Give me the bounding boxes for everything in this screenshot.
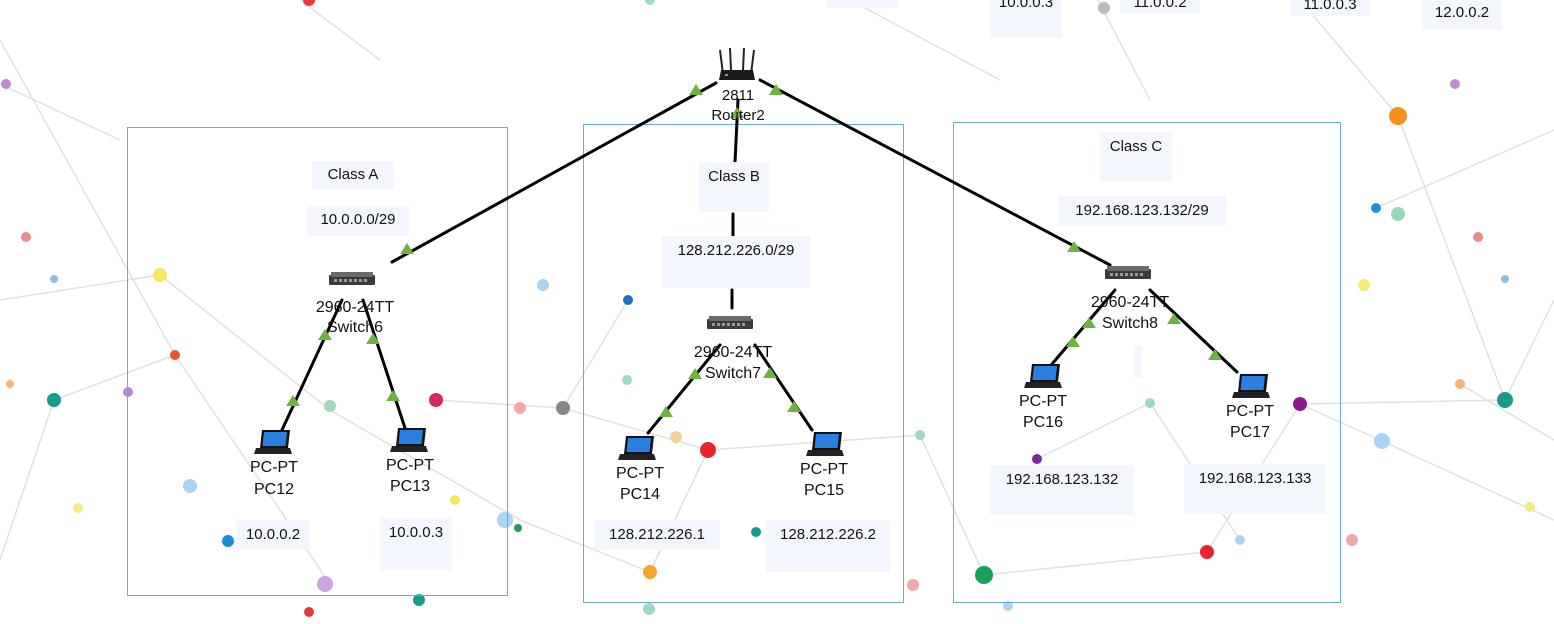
pc14-name: PC14 [619, 486, 661, 503]
laptop-icon[interactable] [1232, 372, 1272, 405]
partial-note [826, 0, 898, 8]
switch8-model: 2960-24TT [1090, 294, 1170, 311]
pc13-name: PC13 [389, 478, 431, 495]
pc15-model: PC-PT [800, 461, 848, 478]
laptop-icon[interactable] [618, 434, 658, 467]
laptop-icon[interactable] [806, 430, 846, 463]
class-c-label: Class C [1100, 132, 1172, 182]
link-up-indicator [1082, 317, 1096, 328]
link-up-indicator [1066, 336, 1080, 347]
pc12-name: PC12 [253, 481, 295, 498]
pc17-model: PC-PT [1226, 403, 1274, 420]
laptop-icon[interactable] [1024, 362, 1064, 395]
link-switch8-pc17[interactable] [1148, 288, 1239, 374]
link-up-indicator [659, 406, 673, 417]
switch-icon[interactable] [706, 314, 754, 337]
pc13-model: PC-PT [386, 457, 434, 474]
empty-note [1134, 346, 1142, 378]
link-up-indicator [787, 401, 801, 412]
switch-icon[interactable] [328, 270, 376, 293]
link-up-indicator [1208, 349, 1222, 360]
top-ip-label: 11.0.0.3 [1290, 0, 1370, 16]
class-b-network: 128.212.226.0/29 [662, 236, 810, 288]
pc14-ip: 128.212.226.1 [594, 520, 720, 550]
class-a-label: Class A [312, 161, 394, 189]
pc16-model: PC-PT [1019, 393, 1067, 410]
link-up-indicator [763, 367, 777, 378]
link-up-indicator [689, 84, 703, 95]
switch8-name: Switch8 [1101, 315, 1159, 332]
link-switch6-pc12[interactable] [280, 298, 344, 432]
link-switch7-pc15[interactable] [753, 343, 814, 432]
pc17-name: PC17 [1229, 424, 1271, 441]
switch7-model: 2960-24TT [693, 344, 773, 361]
switch6-model: 2960-24TT [315, 299, 395, 316]
class-a-network: 10.0.0.0/29 [307, 206, 409, 236]
switch6-name: Switch6 [326, 319, 384, 336]
pc15-name: PC15 [803, 482, 845, 499]
pc17-ip: 192.168.123.133 [1184, 464, 1326, 514]
pc15-ip: 128.212.226.2 [766, 520, 890, 572]
top-ip-label: 12.0.0.2 [1422, 0, 1502, 30]
top-ip-label: 10.0.0.3 [990, 0, 1062, 38]
link-up-indicator [400, 243, 414, 254]
router-name: Router2 [711, 107, 765, 124]
pc16-ip: 192.168.123.132 [990, 465, 1134, 515]
link-router-switch6[interactable] [390, 81, 718, 264]
link-up-indicator [386, 390, 400, 401]
class-c-network: 192.168.123.132/29 [1058, 196, 1226, 226]
link-up-indicator [366, 333, 380, 344]
link-up-indicator [730, 107, 744, 118]
router-icon[interactable] [717, 46, 757, 89]
link-up-indicator [318, 329, 332, 340]
pc16-name: PC16 [1022, 414, 1064, 431]
link-switch7-pc14[interactable] [646, 343, 722, 435]
top-ip-label: 11.0.0.2 [1120, 0, 1200, 14]
switch7-name: Switch7 [704, 365, 762, 382]
class-b-area [583, 124, 904, 603]
link-up-indicator [688, 368, 702, 379]
switch-icon[interactable] [1104, 264, 1152, 287]
link-up-indicator [1067, 241, 1081, 252]
router-model: 2811 [721, 87, 755, 104]
class-b-label: Class B [699, 162, 769, 212]
laptop-icon[interactable] [254, 428, 294, 461]
class-a-area [127, 127, 508, 596]
link-up-indicator [286, 395, 300, 406]
pc14-model: PC-PT [616, 465, 664, 482]
link-switch6-pc13[interactable] [361, 298, 407, 430]
link-up-indicator [769, 84, 783, 95]
pc13-ip: 10.0.0.3 [380, 518, 452, 570]
pc12-model: PC-PT [250, 459, 298, 476]
link-up-indicator [1167, 313, 1181, 324]
laptop-icon[interactable] [390, 426, 430, 459]
link-router-switch8[interactable] [758, 78, 1112, 267]
pc12-ip: 10.0.0.2 [236, 520, 310, 550]
class-c-area [953, 122, 1341, 603]
